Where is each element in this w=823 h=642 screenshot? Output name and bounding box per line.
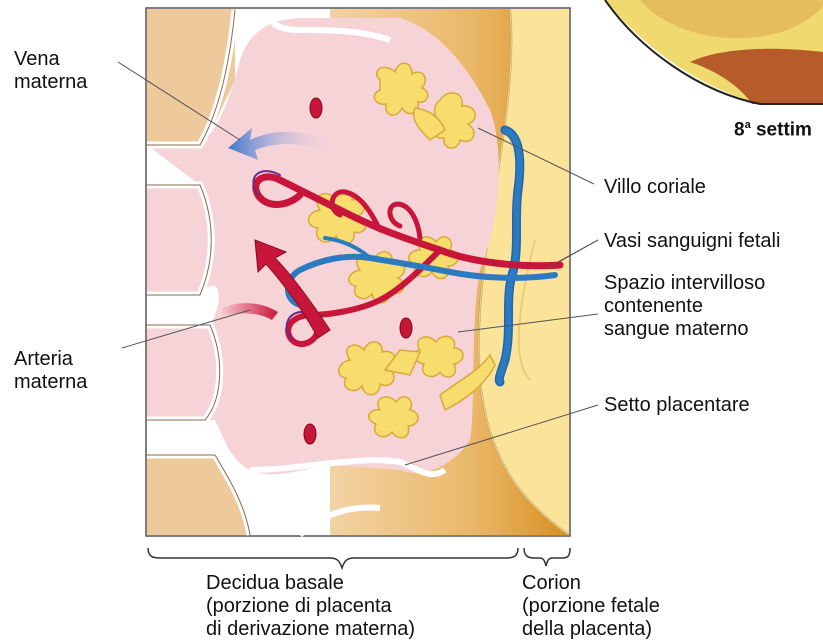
week-word: settim (751, 119, 812, 140)
label-decidua-basale: Decidua basale (porzione di placenta di … (206, 572, 415, 641)
label-villo-coriale: Villo coriale (604, 176, 706, 199)
label-vasi-sanguigni-fetali: Vasi sanguigni fetali (604, 230, 780, 253)
label-setto-placentare: Setto placentare (604, 394, 750, 417)
label-week: 8a settim (734, 114, 812, 141)
label-corion: Corion (porzione fetale della placenta) (522, 572, 660, 641)
label-vena-materna: Vena materna (14, 48, 87, 94)
label-arteria-materna: Arteria materna (14, 348, 87, 394)
label-spazio-intervilloso: Spazio intervilloso contenente sangue ma… (604, 272, 765, 341)
inset-embryo-fragment (605, 0, 823, 104)
bottom-braces (148, 548, 570, 568)
week-number: 8 (734, 119, 745, 140)
